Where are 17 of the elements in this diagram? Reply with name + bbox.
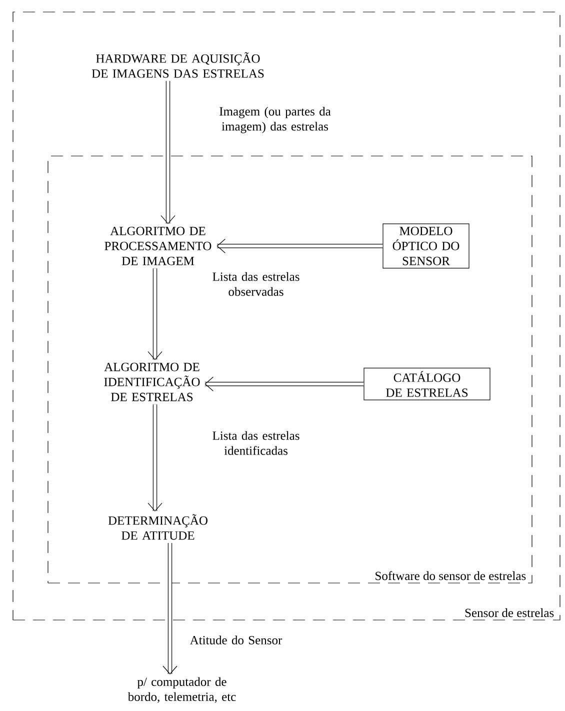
process-text: DETERMINAÇÃO DE ATITUDE	[108, 514, 208, 540]
edge-label: Lista das estrelas observadas	[212, 272, 300, 296]
process-box: MODELO ÓPTICO DO SENSOR	[382, 224, 470, 268]
double-arrow	[148, 268, 162, 360]
edge-label: Lista das estrelas identificadas	[212, 431, 300, 455]
edge-label: Atitude do Sensor	[190, 636, 282, 644]
double-arrow	[162, 543, 178, 674]
process-box: CATÁLOGO DE ESTRELAS	[364, 368, 490, 400]
double-arrow	[204, 376, 364, 392]
process-text: p/ computador de bordo, telemetria, etc	[128, 677, 236, 703]
edge-label: Imagem (ou partes da imagem) das estrelas	[220, 106, 331, 134]
double-arrow	[216, 238, 383, 254]
double-arrow	[148, 404, 162, 512]
double-arrow	[160, 81, 176, 224]
process-text: ALGORITMO DE IDENTIFICAÇÃO DE ESTRELAS	[104, 362, 200, 402]
process-text: ALGORITMO DE PROCESSAMENTO DE IMAGEM	[104, 226, 212, 266]
process-text: HARDWARE DE AQUISIÇÃO DE IMAGENS DAS ESTRELAS	[92, 52, 264, 78]
